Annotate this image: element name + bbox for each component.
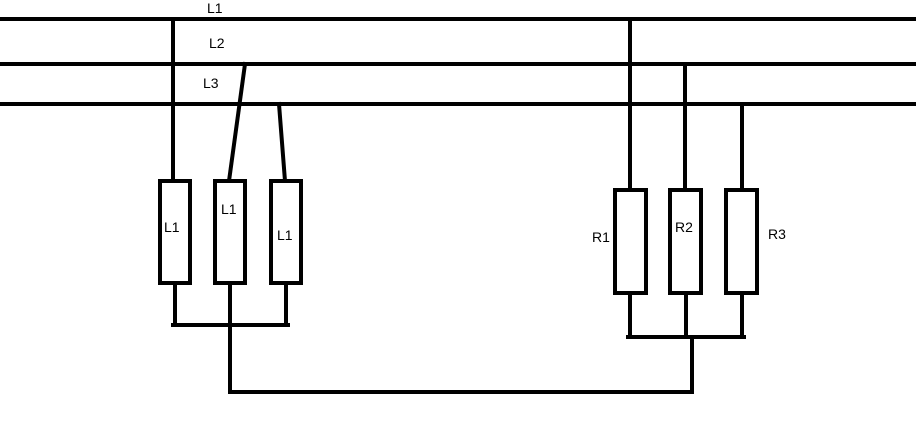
left-resistor-label-3: L1 <box>277 227 293 243</box>
bus-label-l2: L2 <box>209 35 225 51</box>
bus-label-l3: L3 <box>203 75 219 91</box>
left-feed-2 <box>226 61 248 184</box>
right-resistor-label-2: R2 <box>675 219 693 235</box>
right-resistor-3 <box>724 188 759 295</box>
left-resistor-2 <box>213 179 247 285</box>
right-resistor-2 <box>668 188 703 295</box>
right-resistor-label-1: R1 <box>592 229 610 245</box>
left-resistor-1 <box>158 179 192 285</box>
bus-lines <box>0 17 916 106</box>
right-resistor-label-3: R3 <box>768 226 786 242</box>
left-load-wiring <box>171 17 290 327</box>
right-resistor-1 <box>613 188 648 295</box>
left-resistor-label-2: L1 <box>221 201 237 217</box>
left-resistor-label-1: L1 <box>164 219 180 235</box>
bus-label-l1: L1 <box>207 0 223 16</box>
right-load-wiring <box>626 17 746 339</box>
left-feed-3 <box>276 101 288 184</box>
left-resistor-3 <box>269 179 303 285</box>
neutral-link <box>228 323 694 394</box>
